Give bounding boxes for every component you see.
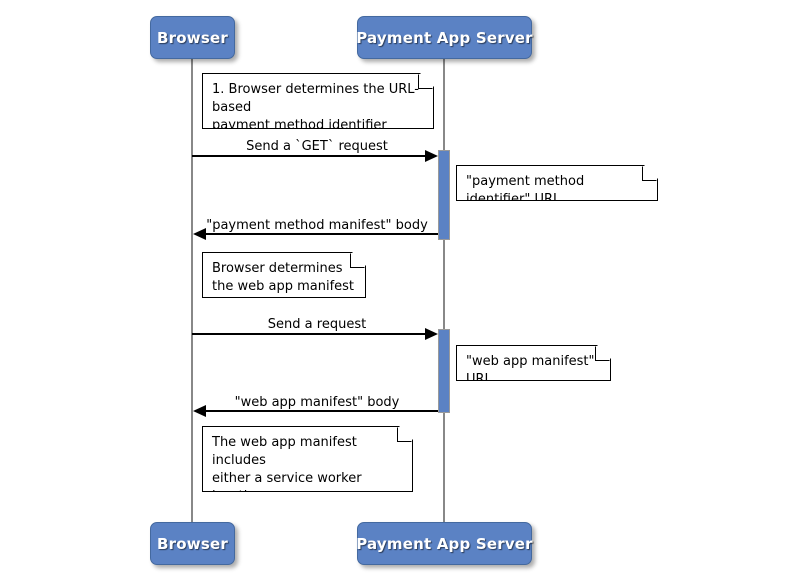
msg-web-app-manifest-body-arrowhead [193,405,206,417]
msg-web-app-manifest-body-line [196,410,438,412]
msg-get-request-arrowhead [425,150,438,162]
note-browser-determines-web-app-manifest: Browser determines the web app manifest … [202,252,366,298]
participant-browser-bottom[interactable]: Browser [150,522,235,565]
note-web-app-manifest-includes: The web app manifest includes either a s… [202,426,413,492]
note-payment-method-identifier-url: "payment method identifier" URL [456,165,658,201]
msg-send-a-request-arrowhead [425,328,438,340]
activation-bar-server-2 [438,329,450,413]
lifeline-payment-app-server [443,58,445,522]
note-web-app-manifest-url-text: "web app manifest" URL [466,354,595,387]
participant-browser-bottom-label: Browser [157,534,228,553]
note-browser-determines-web-app-manifest-text: Browser determines the web app manifest … [212,261,355,312]
msg-get-request-line [192,155,430,157]
participant-browser-top-label: Browser [157,28,228,47]
msg-payment-method-manifest-body-line [196,233,438,235]
msg-payment-method-manifest-body-arrowhead [193,228,206,240]
msg-web-app-manifest-body-label: "web app manifest" body [234,395,400,410]
activation-bar-server-1 [438,150,450,240]
msg-send-a-request-label: Send a request [267,317,367,332]
participant-payment-app-server-bottom-label: Payment App Server [356,534,533,553]
msg-send-a-request-line [192,333,430,335]
participant-payment-app-server-top-label: Payment App Server [356,28,533,47]
participant-payment-app-server-top[interactable]: Payment App Server [356,16,533,59]
msg-payment-method-manifest-body-label: "payment method manifest" body [206,218,428,233]
note-web-app-manifest-url: "web app manifest" URL [456,345,611,381]
note-url-based-identifier: 1. Browser determines the URL-based paym… [202,73,434,129]
participant-payment-app-server-bottom[interactable]: Payment App Server [356,522,533,565]
note-payment-method-identifier-url-text: "payment method identifier" URL [466,174,585,207]
note-url-based-identifier-text: 1. Browser determines the URL-based paym… [212,82,419,133]
participant-browser-top[interactable]: Browser [150,16,235,59]
msg-get-request-label: Send a `GET` request [246,139,388,154]
lifeline-browser [191,58,193,522]
